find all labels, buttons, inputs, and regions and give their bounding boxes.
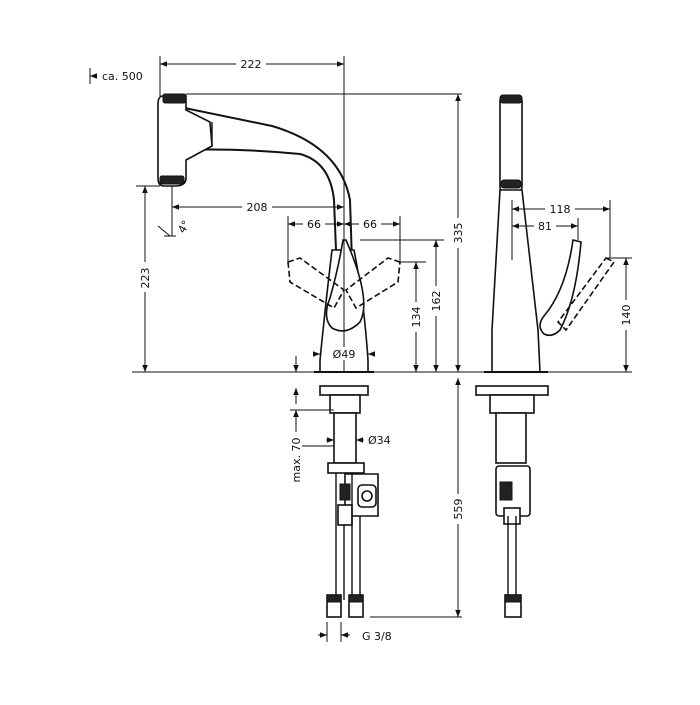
label-angle-4: 4° <box>175 218 193 235</box>
label-lever-right-66: 66 <box>363 218 377 231</box>
label-lever-left-66: 66 <box>307 218 321 231</box>
side-view-faucet <box>475 94 616 618</box>
label-side-118: 118 <box>550 203 571 216</box>
front-view-faucet <box>157 93 401 618</box>
dimension-lines <box>89 56 632 642</box>
label-max-70: max. 70 <box>290 438 303 483</box>
label-side-140: 140 <box>620 305 633 326</box>
label-height-335: 335 <box>452 223 465 244</box>
dimension-labels: ca. 500 222 208 4° 66 66 223 134 162 335… <box>99 58 633 643</box>
label-hose-559: 559 <box>452 499 465 520</box>
label-height-162: 162 <box>430 291 443 312</box>
label-reach-500: ca. 500 <box>102 70 143 83</box>
label-thread-g38: G 3/8 <box>362 630 392 643</box>
label-diameter-49: Ø49 <box>333 348 356 361</box>
label-width-222: 222 <box>241 58 262 71</box>
label-diameter-34: Ø34 <box>368 434 391 447</box>
label-side-81: 81 <box>538 220 552 233</box>
label-height-223: 223 <box>139 268 152 289</box>
label-height-134: 134 <box>410 307 423 328</box>
label-spout-208: 208 <box>247 201 268 214</box>
